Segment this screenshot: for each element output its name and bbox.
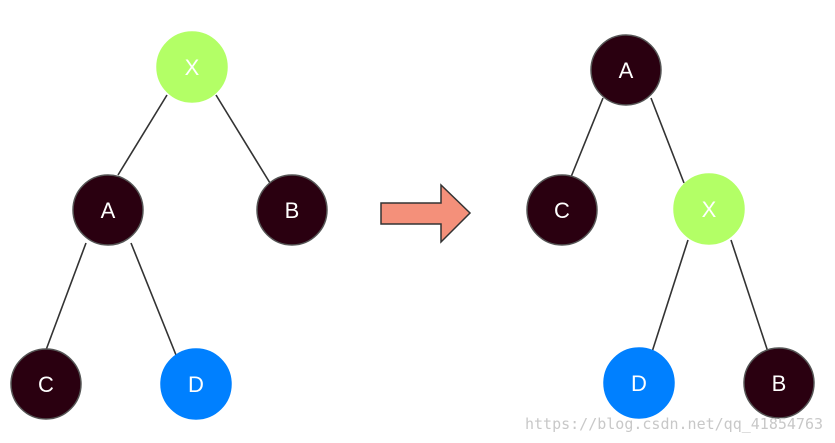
right-node-b: B (743, 347, 815, 419)
left-node-x-label: X (185, 55, 200, 80)
left-node-x: X (156, 31, 228, 103)
edge-x-b-right (730, 239, 769, 353)
right-node-b-label: B (772, 371, 787, 396)
right-node-d-label: D (631, 371, 647, 396)
transform-arrow (380, 183, 472, 244)
right-tree-nodes: A C X D B (526, 34, 815, 419)
right-node-a: A (590, 34, 662, 106)
right-node-x-label: X (702, 197, 717, 222)
left-node-b: B (256, 174, 328, 246)
left-node-b-label: B (285, 198, 300, 223)
left-tree-edges (45, 94, 271, 356)
left-node-d: D (160, 348, 232, 420)
right-tree-edges (570, 97, 769, 353)
watermark-text: https://blog.csdn.net/qq_41854763 (524, 415, 823, 433)
edge-a-x-right (650, 97, 685, 184)
right-node-a-label: A (619, 58, 634, 83)
edge-x-d-right (651, 239, 689, 353)
right-node-d: D (603, 347, 675, 419)
edge-a-c (45, 242, 87, 351)
left-node-d-label: D (188, 372, 204, 397)
right-node-c: C (526, 174, 598, 246)
edge-x-b (215, 94, 271, 184)
left-node-a: A (72, 174, 144, 246)
right-node-c-label: C (554, 198, 570, 223)
left-node-c-label: C (38, 372, 54, 397)
edge-x-a (117, 94, 168, 176)
left-node-c: C (10, 348, 82, 420)
edge-a-d (130, 242, 177, 356)
left-tree-nodes: X A B C D (10, 31, 328, 420)
edge-a-c-right (570, 97, 604, 178)
left-node-a-label: A (101, 198, 116, 223)
right-node-x: X (673, 173, 745, 245)
